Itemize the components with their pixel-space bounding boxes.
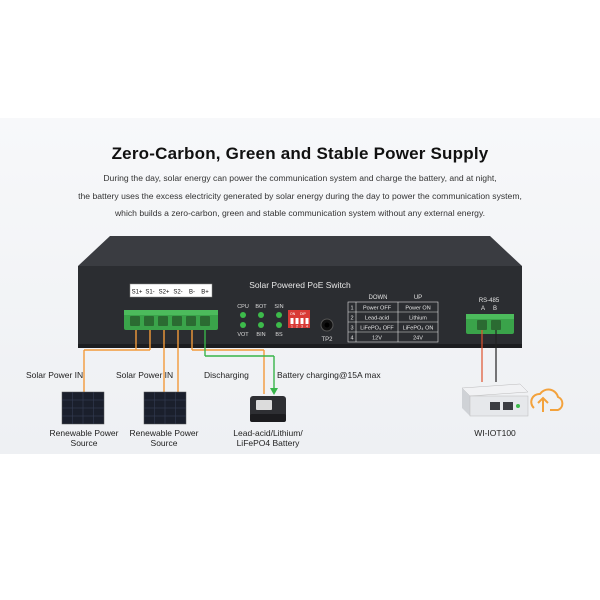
terminal-label: S1+	[132, 290, 143, 296]
iot-gateway-label: WI-IOT100	[474, 428, 516, 438]
table-cell: Power OFF	[363, 306, 392, 312]
terminal-label-strip	[129, 283, 213, 298]
terminal-label: B+	[201, 290, 209, 296]
cloud-upload-icon	[530, 388, 564, 412]
status-led	[258, 322, 264, 328]
source-1-label-line: Source	[70, 438, 98, 448]
dip-label: ON	[290, 312, 296, 316]
table-cell: 24V	[413, 336, 423, 342]
led-label: VOT	[237, 332, 249, 338]
page-title: Zero-Carbon, Green and Stable Power Supp…	[111, 144, 489, 163]
charging-wire	[204, 330, 275, 390]
terminal-label: S2+	[159, 290, 170, 296]
battery-label: Lead-acid/Lithium/ LiFePO4 Battery	[208, 428, 328, 448]
source-2-label: Renewable Power Source	[114, 428, 214, 448]
solar-panel-1-icon	[61, 391, 105, 425]
table-cell: 3	[350, 326, 353, 332]
table-cell: 1	[350, 306, 353, 312]
dip-number: 3	[301, 325, 303, 329]
solar-wire-1	[83, 330, 151, 396]
solar-wire-2	[163, 330, 179, 396]
led-label: CPU	[237, 304, 249, 310]
dip-number: 2	[296, 325, 298, 329]
solar-in-label-1: Solar Power IN	[26, 370, 84, 380]
source-2-label-line: Source	[150, 438, 178, 448]
charging-arrow-icon	[270, 388, 278, 395]
charging-label: Battery charging@15A max	[277, 370, 381, 380]
battery-label-line: Lead-acid/Lithium/	[233, 428, 303, 438]
terminal-label: S2-	[173, 290, 182, 296]
discharging-wire	[191, 330, 265, 394]
status-led	[276, 322, 282, 328]
table-header: UP	[414, 295, 422, 301]
description: During the day, solar energy can power t…	[40, 170, 560, 223]
rs485-pin-label: A	[481, 306, 485, 312]
rs485-label: RS-485	[479, 298, 500, 304]
battery-label-line: LiFePO4 Battery	[236, 438, 300, 448]
power-terminal-block	[124, 310, 218, 330]
status-led	[240, 312, 246, 318]
table-header: DOWN	[369, 295, 388, 301]
tp2-jack-hole	[324, 322, 330, 328]
description-line: which builds a zero-carbon, green and st…	[114, 208, 486, 218]
led-label: SIN	[274, 304, 283, 310]
led-label: BOT	[255, 304, 267, 310]
led-label: BIN	[256, 332, 265, 338]
rs485-wire	[481, 330, 497, 382]
status-led	[276, 312, 282, 318]
table-cell: Lead-acid	[365, 316, 389, 322]
terminal-label: S1-	[145, 290, 154, 296]
status-led	[240, 322, 246, 328]
dip-switch[interactable]	[288, 310, 310, 328]
tp2-label: TP2	[321, 337, 333, 343]
device-base	[78, 344, 522, 348]
device-front-panel	[78, 266, 522, 346]
source-1-label-line: Renewable Power	[49, 428, 119, 438]
status-led	[258, 312, 264, 318]
source-2-label-line: Renewable Power	[129, 428, 199, 438]
device-top-face	[78, 236, 522, 266]
iot-gateway-icon	[461, 383, 529, 417]
solar-in-label-2: Solar Power IN	[116, 370, 174, 380]
battery-icon	[250, 396, 286, 422]
dip-number: 4	[306, 325, 308, 329]
table-cell: Power ON	[405, 306, 430, 312]
table-cell: Lithium	[409, 316, 427, 322]
device-name: Solar Powered PoE Switch	[249, 280, 351, 290]
table-cell: 12V	[372, 336, 382, 342]
solar-panel-2-icon	[143, 391, 187, 425]
description-line: During the day, solar energy can power t…	[103, 173, 497, 183]
rs485-terminal-block	[466, 314, 514, 334]
source-1-label: Renewable Power Source	[34, 428, 134, 448]
discharging-label: Discharging	[204, 370, 249, 380]
dip-number: 1	[291, 325, 293, 329]
led-label: BS	[275, 332, 283, 338]
description-line: the battery uses the excess electricity …	[78, 190, 522, 201]
table-cell: 2	[350, 316, 353, 322]
dip-table	[347, 301, 439, 343]
terminal-label: B-	[189, 290, 195, 296]
table-cell: 4	[350, 336, 353, 342]
rs485-pin-label: B	[493, 306, 497, 312]
dip-label: DIP	[300, 312, 307, 316]
table-cell: LiFePO₄ OFF	[360, 326, 394, 332]
table-cell: LiFePO₄ ON	[403, 326, 434, 332]
